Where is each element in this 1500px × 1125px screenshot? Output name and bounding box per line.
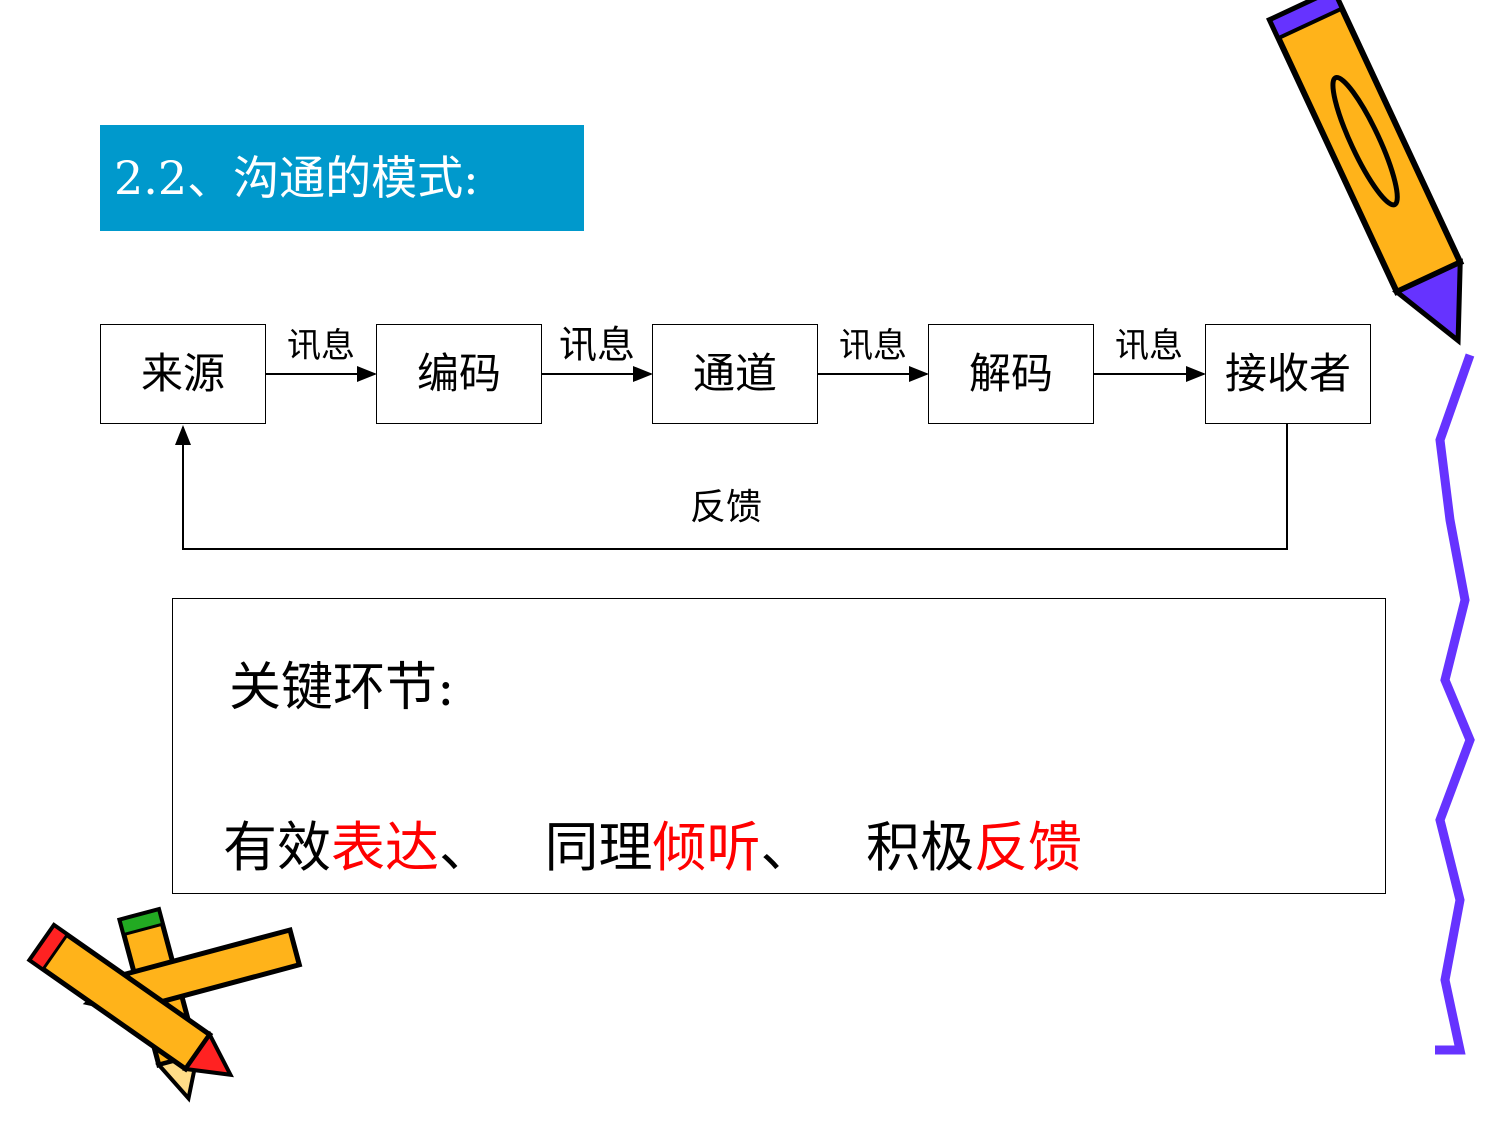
item-highlight: 表达 xyxy=(331,816,439,879)
slide-title: 2.2、沟通的模式: xyxy=(100,125,584,231)
message-label: 讯息 xyxy=(558,323,635,367)
pencil-icon xyxy=(26,922,234,1078)
item-plain: 同理 xyxy=(544,816,653,879)
node-receiver: 接收者 xyxy=(1205,324,1371,424)
message-label: 讯息 xyxy=(287,326,355,366)
node-encode: 编码 xyxy=(376,324,542,424)
key-items: 有效表达、 同理倾听、 积极反馈 xyxy=(223,803,1082,882)
message-label: 讯息 xyxy=(839,326,907,366)
node-source: 来源 xyxy=(100,324,266,424)
item-highlight: 倾听 xyxy=(652,816,761,879)
key-heading: 关键环节: xyxy=(229,658,455,718)
item-separator: 、 xyxy=(439,816,511,879)
message-label: 讯息 xyxy=(1115,326,1183,366)
item-highlight: 反馈 xyxy=(974,816,1083,879)
wavy-line-icon xyxy=(1435,353,1475,1055)
item-plain: 积极 xyxy=(866,816,975,879)
node-channel: 通道 xyxy=(652,324,818,424)
node-decode: 解码 xyxy=(928,324,1094,424)
feedback-label: 反馈 xyxy=(690,487,763,528)
item-plain: 有效 xyxy=(223,816,331,879)
key-points-box: 关键环节: 有效表达、 同理倾听、 积极反馈 xyxy=(172,598,1386,894)
pencil-icon xyxy=(1266,0,1465,346)
item-separator: 、 xyxy=(760,816,832,879)
feedback-arrow xyxy=(175,424,1288,550)
flow-arrows xyxy=(175,366,1288,550)
